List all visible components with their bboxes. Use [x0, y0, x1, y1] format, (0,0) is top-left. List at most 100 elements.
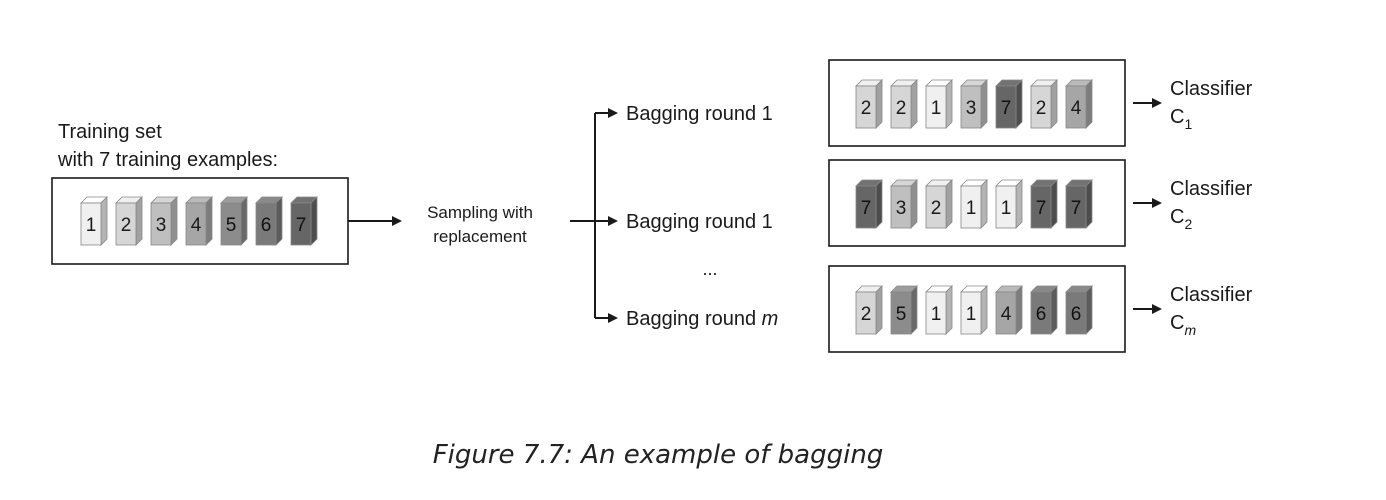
- block-side-face: [945, 179, 953, 229]
- block-side-face: [1085, 79, 1093, 129]
- example-number: 2: [861, 98, 872, 119]
- example-block: 5: [220, 196, 248, 246]
- block-side-face: [1015, 285, 1023, 335]
- block-side-face: [1015, 79, 1023, 129]
- block-front-face: [855, 85, 877, 129]
- round-label-text: Bagging round 1: [626, 211, 773, 233]
- block-side-face: [945, 285, 953, 335]
- block-front-face: [855, 291, 877, 335]
- sampling-sublabel: replacement: [433, 227, 527, 246]
- example-number: 7: [1071, 198, 1082, 219]
- block-side-face: [205, 196, 213, 246]
- example-block: 1: [960, 179, 988, 229]
- block-side-face: [875, 285, 883, 335]
- block-side-face: [1015, 179, 1023, 229]
- block-front-face: [960, 185, 982, 229]
- example-block: 4: [185, 196, 213, 246]
- figure-caption: Figure 7.7: An example of bagging: [432, 440, 884, 470]
- block-front-face: [255, 202, 277, 246]
- ellipsis: ...: [702, 259, 717, 279]
- classifier-label: Classifier: [1170, 78, 1253, 100]
- example-number: 2: [931, 198, 942, 219]
- block-side-face: [910, 285, 918, 335]
- classifier-subscript: 1: [1184, 116, 1192, 132]
- sampling-label: Sampling with: [427, 203, 533, 222]
- block-side-face: [875, 79, 883, 129]
- block-front-face: [80, 202, 102, 246]
- classifier-symbol: C: [1170, 106, 1184, 128]
- block-front-face: [1065, 291, 1087, 335]
- example-block: 4: [995, 285, 1023, 335]
- example-block: 2: [1030, 79, 1058, 129]
- example-block: 2: [855, 285, 883, 335]
- example-number: 3: [966, 98, 977, 119]
- block-front-face: [290, 202, 312, 246]
- example-block: 7: [1065, 179, 1093, 229]
- block-front-face: [1030, 291, 1052, 335]
- round-label-text: Bagging round: [626, 308, 756, 330]
- example-number: 2: [1036, 98, 1047, 119]
- block-side-face: [945, 79, 953, 129]
- example-number: 3: [896, 198, 907, 219]
- block-front-face: [1065, 85, 1087, 129]
- block-front-face: [995, 85, 1017, 129]
- example-number: 6: [1071, 304, 1082, 325]
- block-side-face: [170, 196, 178, 246]
- block-front-face: [890, 291, 912, 335]
- round-label: Bagging round m: [626, 308, 778, 330]
- example-number: 7: [861, 198, 872, 219]
- example-block: 2: [115, 196, 143, 246]
- example-block: 3: [890, 179, 918, 229]
- training-set-sublabel: with 7 training examples:: [57, 149, 278, 171]
- block-front-face: [890, 85, 912, 129]
- example-block: 6: [1030, 285, 1058, 335]
- example-number: 4: [1001, 304, 1012, 325]
- round-label-text: Bagging round 1: [626, 103, 773, 125]
- example-number: 6: [261, 215, 272, 236]
- block-side-face: [980, 285, 988, 335]
- block-front-face: [925, 291, 947, 335]
- training-set-label: Training set: [58, 121, 162, 143]
- block-front-face: [115, 202, 137, 246]
- example-number: 7: [296, 215, 307, 236]
- example-block: 2: [890, 79, 918, 129]
- classifier-label: Classifier: [1170, 284, 1253, 306]
- block-side-face: [980, 79, 988, 129]
- example-number: 4: [191, 215, 202, 236]
- example-number: 7: [1001, 98, 1012, 119]
- example-block: 1: [925, 285, 953, 335]
- example-block: 1: [995, 179, 1023, 229]
- example-number: 1: [931, 98, 942, 119]
- example-block: 7: [290, 196, 318, 246]
- example-block: 6: [1065, 285, 1093, 335]
- example-number: 5: [226, 215, 237, 236]
- example-block: 4: [1065, 79, 1093, 129]
- example-block: 2: [855, 79, 883, 129]
- example-block: 1: [80, 196, 108, 246]
- block-front-face: [890, 185, 912, 229]
- block-front-face: [995, 185, 1017, 229]
- example-number: 1: [966, 198, 977, 219]
- block-side-face: [1085, 285, 1093, 335]
- example-block: 2: [925, 179, 953, 229]
- block-front-face: [1030, 185, 1052, 229]
- example-block: 7: [995, 79, 1023, 129]
- example-number: 1: [86, 215, 97, 236]
- block-side-face: [1085, 179, 1093, 229]
- block-side-face: [1050, 79, 1058, 129]
- block-front-face: [960, 291, 982, 335]
- bagging-diagram: Training set with 7 training examples: 1…: [51, 59, 1253, 353]
- block-side-face: [875, 179, 883, 229]
- example-block: 6: [255, 196, 283, 246]
- block-front-face: [995, 291, 1017, 335]
- classifier-subscript: 2: [1184, 216, 1192, 232]
- round-label: Bagging round 1: [626, 211, 773, 233]
- round-label: Bagging round 1: [626, 103, 773, 125]
- block-front-face: [960, 85, 982, 129]
- block-side-face: [910, 79, 918, 129]
